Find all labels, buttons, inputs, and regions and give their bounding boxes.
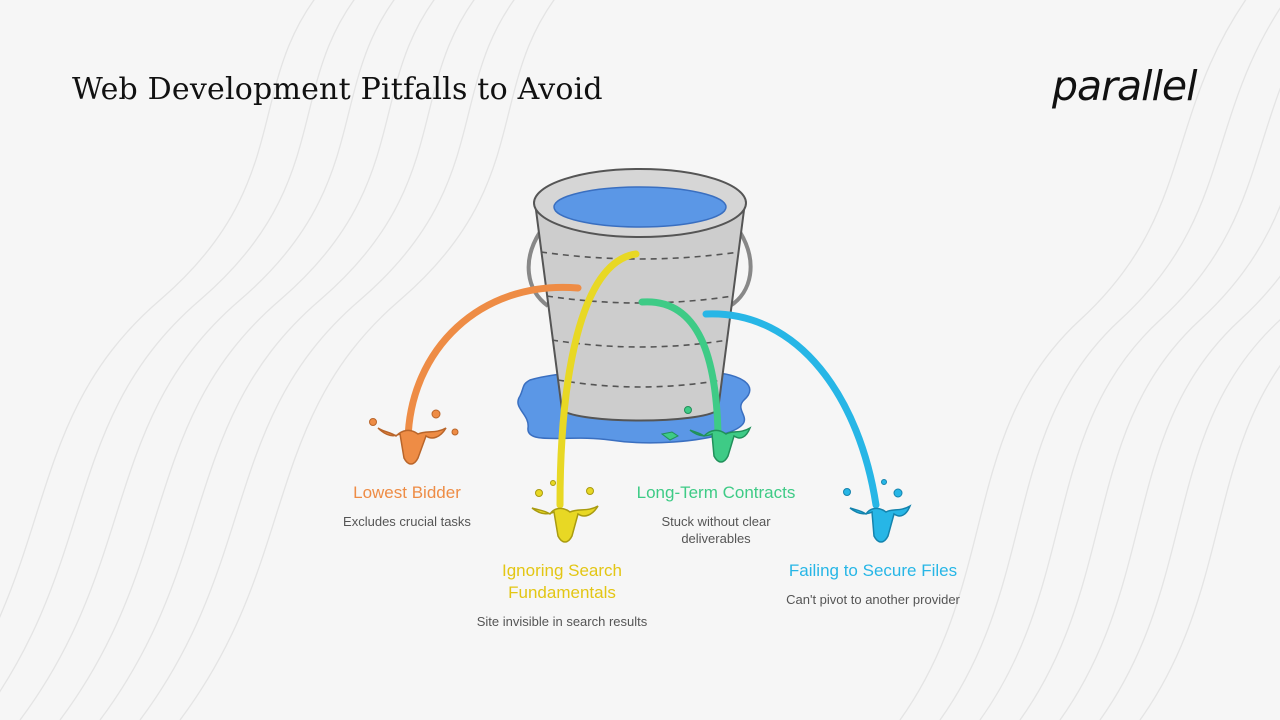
- bucket-water: [553, 186, 727, 228]
- brand-logo: parallel: [1052, 62, 1198, 110]
- splash-orange: [377, 427, 447, 465]
- stream-blue: [702, 310, 880, 509]
- pitfall-title: Lowest Bidder: [353, 483, 461, 502]
- splash-yellow: [531, 505, 599, 543]
- splash-blue: [849, 504, 912, 543]
- pitfall-description: Site invisible in search results: [476, 614, 648, 629]
- pitfall-description: Stuck without clear deliverables: [661, 514, 771, 546]
- pitfall-long-term-contracts: Long-Term Contracts Stuck without clear …: [630, 482, 802, 547]
- pitfall-description: Excludes crucial tasks: [343, 514, 471, 529]
- pitfall-ignoring-search: Ignoring Search Fundamentals Site invisi…: [472, 560, 652, 630]
- stream-orange: [404, 283, 582, 444]
- pitfall-lowest-bidder: Lowest Bidder Excludes crucial tasks: [322, 482, 492, 530]
- pitfall-title: Long-Term Contracts: [636, 483, 796, 502]
- pitfall-description: Can't pivot to another provider: [786, 592, 960, 607]
- page-title: Web Development Pitfalls to Avoid: [72, 72, 603, 107]
- pitfall-title: Ignoring Search Fundamentals: [501, 561, 623, 602]
- stream-green: [638, 298, 722, 436]
- bucket-handle: [526, 230, 753, 308]
- pitfall-title: Failing to Secure Files: [788, 561, 958, 580]
- pitfall-secure-files: Failing to Secure Files Can't pivot to a…: [786, 560, 960, 608]
- splash-green: [689, 426, 752, 463]
- stream-yellow: [556, 250, 640, 509]
